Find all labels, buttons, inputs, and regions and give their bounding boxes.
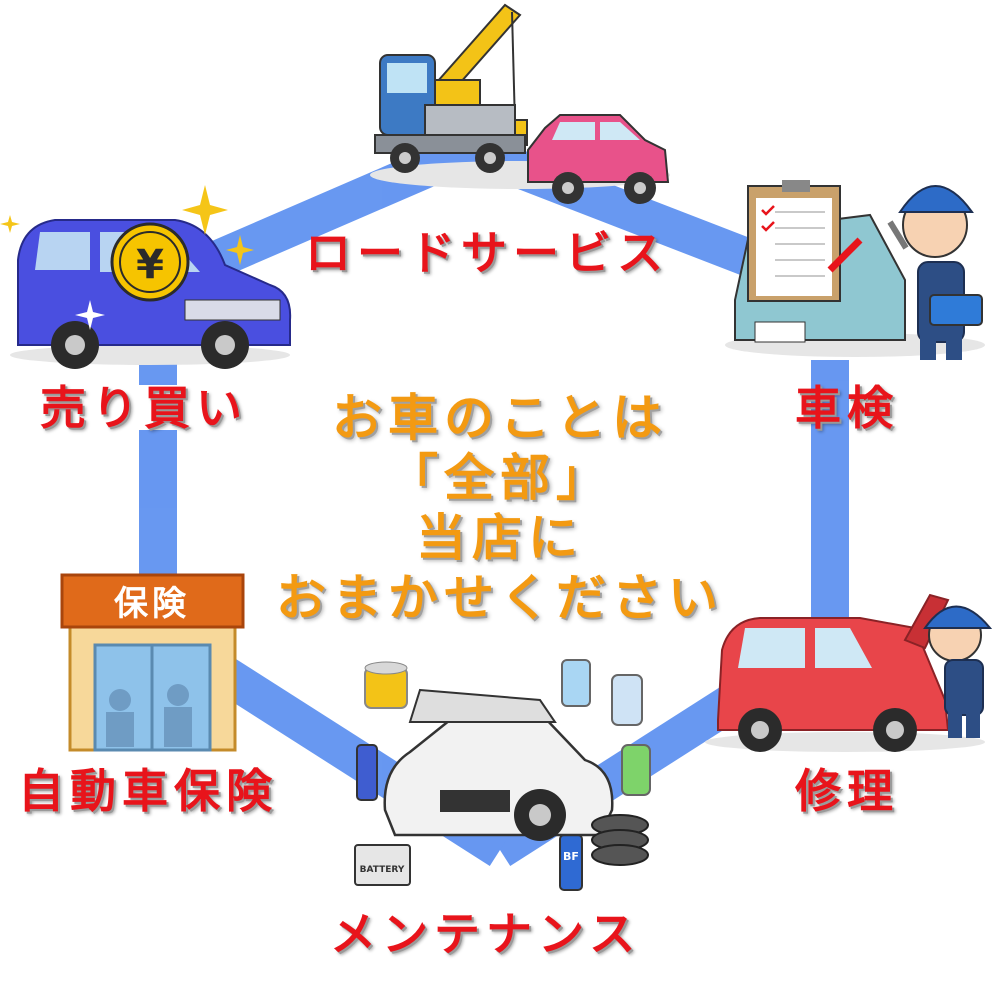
tow-truck-icon (370, 3, 670, 204)
insurance-sign: 保険 (114, 584, 190, 624)
label-repair: 修理 (795, 764, 899, 818)
label-maintenance: メンテナンス (330, 907, 642, 961)
center-line-2: 「全部」 (388, 449, 612, 507)
label-buy-sell: 売り買い (40, 381, 248, 435)
repair-mechanic-icon (705, 593, 993, 752)
clipboard-mechanic-icon (725, 180, 985, 360)
center-line-3: 当店に (416, 509, 584, 567)
battery-label: BATTERY (360, 865, 405, 875)
center-line-4: おまかせください (276, 569, 724, 627)
label-road-service: ロードサービス (305, 226, 669, 280)
label-inspection: 車検 (795, 381, 899, 435)
bf-label: BF (563, 850, 579, 863)
maintenance-car-icon: BF BATTERY (354, 659, 651, 891)
insurance-office-icon: 保険 (60, 573, 245, 752)
label-insurance: 自動車保険 (18, 764, 278, 818)
yen-car-icon: ¥ (0, 185, 292, 369)
yen-sign: ¥ (136, 242, 164, 288)
center-line-1: お車のことは (332, 389, 668, 447)
